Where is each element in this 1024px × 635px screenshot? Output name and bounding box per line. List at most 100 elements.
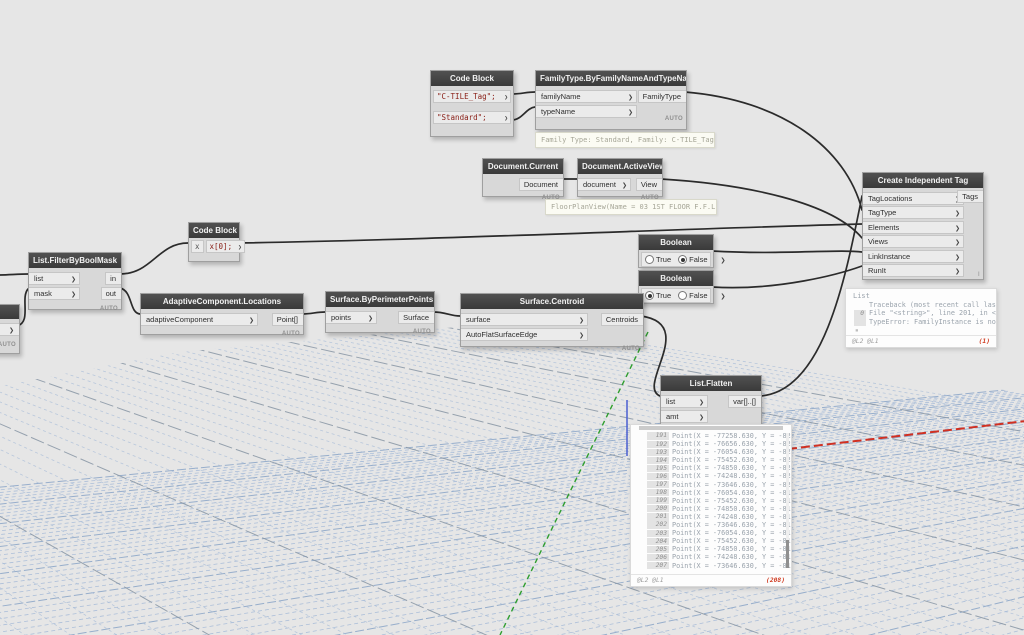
radio-false[interactable]: False xyxy=(678,291,708,300)
code-line[interactable]: "Standard"; xyxy=(433,111,511,124)
input-port-elements[interactable]: Elements xyxy=(863,220,964,234)
node-create-independent-tag[interactable]: Create Independent Tag TagLocationsTagTy… xyxy=(862,172,984,280)
port-chevron xyxy=(573,330,584,339)
output-port-familytype[interactable]: FamilyType xyxy=(637,90,686,103)
radio-true[interactable]: True xyxy=(645,291,671,300)
output-port-chevron[interactable] xyxy=(498,92,508,101)
node-surface-byperimeterpoints[interactable]: Surface.ByPerimeterPoints points Surface… xyxy=(325,291,435,335)
input-port-views[interactable]: Views xyxy=(863,235,964,248)
port-chevron xyxy=(949,252,960,261)
wire-codeblock-to-elements[interactable] xyxy=(237,223,863,244)
node-adaptive-locations[interactable]: AdaptiveComponent.Locations adaptiveComp… xyxy=(140,293,304,337)
wire-bool2-to-runit[interactable] xyxy=(711,265,863,289)
wire-to-filter-list[interactable] xyxy=(0,273,29,276)
input-port-list[interactable]: list xyxy=(29,272,80,285)
preview-annotation-activeview[interactable]: FloorPlanView(Name = 03 1ST FLOOR F.F.L.… xyxy=(545,199,717,215)
output-port-chevron[interactable] xyxy=(715,255,726,264)
wire-string1-to-familyname[interactable] xyxy=(511,91,536,95)
node-code-block-strings[interactable]: Code Block "C-TILE_Tag"; "Standard"; xyxy=(430,70,514,137)
boolean-radio-group[interactable]: True False xyxy=(641,252,711,267)
output-port[interactable] xyxy=(0,323,19,336)
row-value: Point(X = -76054.630, Y = -81260 xyxy=(672,529,791,537)
output-port-chevron[interactable] xyxy=(715,291,726,300)
output-port-var[interactable]: var[]..[] xyxy=(728,395,761,408)
input-port-x[interactable]: x xyxy=(191,240,204,253)
node-title: Document.Current xyxy=(483,159,563,174)
lacing-label: AUTO xyxy=(665,116,683,122)
node-list-flatten[interactable]: List.Flatten list var[]..[] amt AUTO xyxy=(660,375,762,434)
input-port-familyname[interactable]: familyName xyxy=(536,90,637,103)
node-document-activeview[interactable]: Document.ActiveView document View AUTO xyxy=(577,158,663,201)
wire-string2-to-typename[interactable] xyxy=(511,106,536,121)
port-chevron xyxy=(573,315,584,324)
list-levels[interactable]: @L2 @L1 xyxy=(852,338,879,345)
row-value: Point(X = -74248.630, Y = -82464 xyxy=(672,472,791,480)
row-index: 199 xyxy=(647,497,669,505)
input-port-list[interactable]: list xyxy=(661,395,708,408)
code-line[interactable]: x[0]; xyxy=(205,240,245,253)
input-port-mask[interactable]: mask xyxy=(29,287,80,300)
wire-flatten-to-taglocations[interactable] xyxy=(759,195,863,397)
scrollbar-track[interactable] xyxy=(786,433,789,568)
output-port-surface[interactable]: Surface xyxy=(398,311,434,324)
input-port-runit[interactable]: RunIt xyxy=(863,264,964,277)
input-port-amt[interactable]: amt xyxy=(661,410,708,423)
node-boolean-top[interactable]: Boolean True False xyxy=(638,234,714,268)
output-port-point-array[interactable]: Point[] xyxy=(271,313,303,326)
code-line[interactable]: "C-TILE_Tag"; xyxy=(433,90,511,103)
input-port-linkinstance[interactable]: LinkInstance xyxy=(863,249,964,263)
node-title: Boolean xyxy=(639,235,713,250)
boolean-radio-group[interactable]: True False xyxy=(641,288,711,303)
input-port-surface[interactable]: surface xyxy=(461,313,588,326)
wire-filter-in-to-codeblock[interactable] xyxy=(119,242,189,275)
wire-filter-out-to-adaptive[interactable] xyxy=(119,287,141,315)
node-code-block-index[interactable]: Code Block x x[0]; xyxy=(188,222,245,262)
input-port-taglocations[interactable]: TagLocations xyxy=(863,191,964,205)
output-port-view[interactable]: View xyxy=(635,178,662,191)
radio-false[interactable]: False xyxy=(678,255,708,264)
wire-bool1-to-linkinstance[interactable] xyxy=(711,250,863,254)
node-partial-left-edge[interactable]: AUTO xyxy=(0,304,20,354)
input-port-points[interactable]: points xyxy=(326,311,377,324)
row-index: 198 xyxy=(647,489,669,497)
input-port-document[interactable]: document xyxy=(578,178,631,191)
wire-centroid-to-flatten[interactable] xyxy=(640,315,667,397)
wire-surface-to-centroid[interactable] xyxy=(432,311,461,317)
port-chevron xyxy=(949,237,960,246)
wire-familytype-to-tagtype[interactable] xyxy=(684,91,863,211)
input-port-adaptivecomponent[interactable]: adaptiveComponent xyxy=(141,313,258,326)
radio-true[interactable]: True xyxy=(645,255,671,264)
output-port-chevron[interactable] xyxy=(232,242,242,251)
input-port-autoflatsurfaceedge[interactable]: AutoFlatSurfaceEdge xyxy=(461,328,588,341)
row-index: 207 xyxy=(647,561,669,570)
row-index: 206 xyxy=(647,553,669,562)
output-port-out[interactable]: out xyxy=(100,287,121,300)
preview-annotation-familytype[interactable]: Family Type: Standard, Family: C-TILE_Ta… xyxy=(535,132,715,148)
output-port-centroids[interactable]: Centroids xyxy=(600,313,643,326)
preview-grip[interactable] xyxy=(639,426,783,430)
row-value: Point(X = -74248.630, Y = -81862 xyxy=(672,513,791,521)
output-port-document[interactable]: Document xyxy=(518,178,563,191)
node-familytype[interactable]: FamilyType.ByFamilyNameAndTypeName famil… xyxy=(535,70,687,130)
input-port-tagtype[interactable]: TagType xyxy=(863,206,964,219)
output-port-chevron[interactable] xyxy=(498,113,508,122)
node-title xyxy=(0,305,19,319)
list-levels[interactable]: @L2 @L1 xyxy=(637,577,664,584)
output-port-tags[interactable]: Tags xyxy=(957,190,983,203)
output-port-in[interactable]: in xyxy=(105,272,121,285)
node-document-current[interactable]: Document.Current Document AUTO xyxy=(482,158,564,201)
node-filter-by-boolmask[interactable]: List.FilterByBoolMask list in mask out A… xyxy=(28,252,122,312)
wire-view-to-views[interactable] xyxy=(660,178,863,239)
node-surface-centroid[interactable]: Surface.Centroid surface Centroids AutoF… xyxy=(460,293,644,352)
input-port-typename[interactable]: typeName xyxy=(536,105,637,118)
scrollbar-handle[interactable] xyxy=(786,540,789,568)
row-value: Point(X = -75452.630, Y = -81260 xyxy=(672,537,791,545)
wire-adaptive-to-points[interactable] xyxy=(301,311,326,315)
preview-bubble-error[interactable]: List 0 Traceback (most recent call last)… xyxy=(845,288,997,348)
